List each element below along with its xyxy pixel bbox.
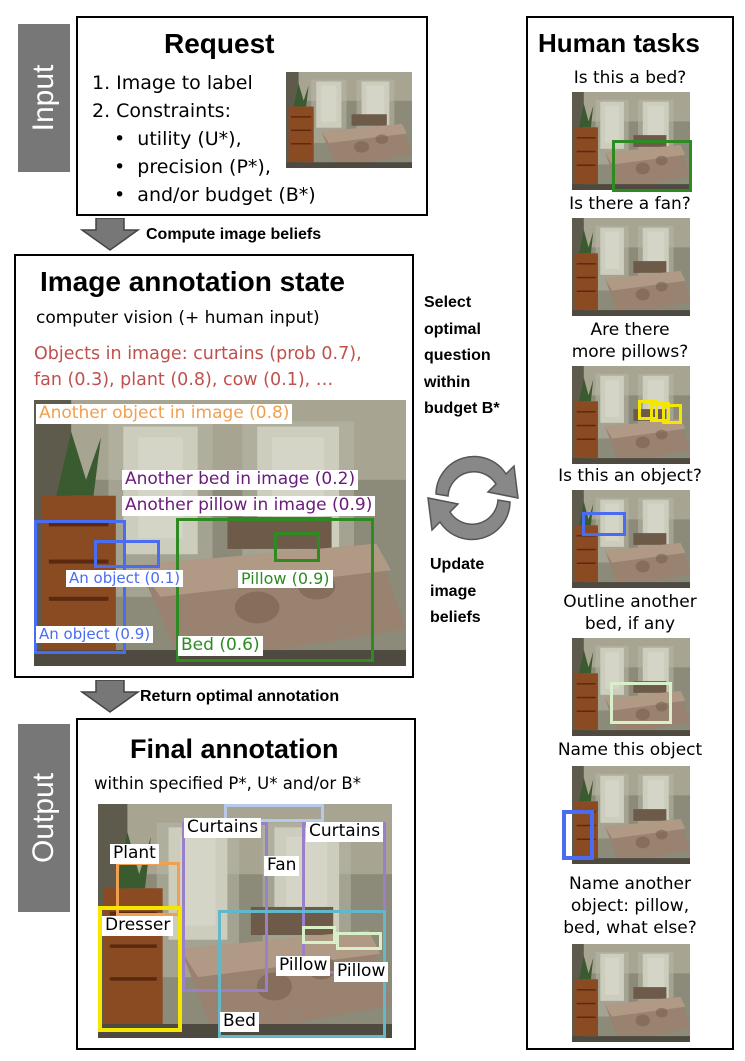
another-object-label: Another object in image (0.8) bbox=[36, 403, 293, 424]
dresser-box bbox=[98, 906, 182, 1032]
an-object-label-1: An object (0.1) bbox=[66, 569, 184, 588]
human-tasks-title: Human tasks bbox=[538, 28, 700, 58]
task-3-pillow-box-3 bbox=[662, 404, 682, 424]
task-3-pillow-box-2 bbox=[650, 402, 670, 422]
bed-final-label: Bed bbox=[220, 1011, 259, 1032]
task-3-question-line-1: Are there bbox=[590, 320, 670, 340]
update-beliefs-label: Update image beliefs bbox=[430, 552, 484, 632]
request-item-2: 2. Constraints: bbox=[92, 100, 231, 122]
compute-arrow-icon bbox=[80, 218, 140, 251]
constraint-precision: • precision (P*), bbox=[114, 156, 271, 178]
output-tab-label: Output bbox=[27, 772, 60, 864]
task-4-question: Is this an object? bbox=[558, 466, 702, 486]
plant-label: Plant bbox=[110, 843, 159, 864]
constraint-utility-text: utility (U*), bbox=[137, 128, 242, 150]
task-7-image bbox=[572, 944, 690, 1042]
compute-beliefs-label: Compute image beliefs bbox=[146, 226, 322, 243]
dresser-label: Dresser bbox=[102, 915, 174, 936]
input-tab: Input bbox=[18, 24, 70, 172]
objects-line-2: fan (0.3), plant (0.8), cow (0.1), … bbox=[34, 370, 334, 390]
an-object-label-2: An object (0.9) bbox=[36, 625, 154, 644]
annotation-state-panel: Image annotation state computer vision (… bbox=[14, 254, 414, 678]
select-question-label: Select optimal question within budget B* bbox=[424, 290, 500, 423]
input-tab-label: Input bbox=[27, 64, 60, 132]
curtains-label-2: Curtains bbox=[306, 821, 384, 842]
cycle-arrows-icon bbox=[427, 455, 519, 541]
object-box-1 bbox=[94, 540, 160, 568]
task-4-image bbox=[572, 490, 690, 588]
pillow-box-2 bbox=[336, 932, 382, 950]
state-title: Image annotation state bbox=[40, 266, 345, 297]
curtains-label-1: Curtains bbox=[184, 817, 262, 838]
update-line-3: beliefs bbox=[430, 609, 481, 626]
fan-label: Fan bbox=[264, 855, 300, 876]
update-line-1: Update bbox=[430, 556, 485, 573]
task-3-pillow-box-1 bbox=[638, 400, 658, 420]
constraint-budget: • and/or budget (B*) bbox=[114, 184, 316, 206]
pillow-box-1 bbox=[302, 926, 336, 944]
final-annotation-panel: Final annotation within specified P*, U*… bbox=[76, 718, 416, 1050]
task-5-question-line-1: Outline another bbox=[563, 592, 697, 612]
request-title: Request bbox=[164, 28, 275, 59]
another-pillow-label: Another pillow in image (0.9) bbox=[122, 495, 376, 516]
pillow-label-2: Pillow bbox=[334, 961, 389, 982]
bed-label: Bed (0.6) bbox=[178, 635, 263, 656]
objects-line-1: Objects in image: curtains (prob 0.7), bbox=[34, 344, 362, 364]
task-6-object-box bbox=[562, 810, 594, 860]
state-subtitle: computer vision (+ human input) bbox=[36, 308, 320, 328]
constraint-budget-text: and/or budget (B*) bbox=[137, 184, 316, 206]
request-item-1: 1. Image to label bbox=[92, 72, 253, 94]
task-4-object-box bbox=[582, 512, 626, 536]
fan-box bbox=[224, 804, 324, 822]
task-7-question-line-3: bed, what else? bbox=[563, 918, 697, 938]
human-tasks-panel: Human tasks Is this a bed? Is there a fa… bbox=[526, 16, 734, 1050]
task-7-question-line-1: Name another bbox=[568, 874, 692, 894]
return-annotation-label: Return optimal annotation bbox=[140, 688, 340, 705]
pillow-label: Pillow (0.9) bbox=[238, 569, 333, 589]
select-line-1: Select bbox=[424, 294, 472, 311]
pillow-box bbox=[274, 532, 320, 562]
select-line-4: within bbox=[424, 373, 471, 391]
constraint-precision-text: precision (P*), bbox=[137, 156, 271, 178]
return-arrow-icon bbox=[80, 680, 140, 713]
select-line-3: question bbox=[424, 347, 491, 364]
task-2-question: Is there a fan? bbox=[569, 194, 691, 214]
constraint-utility: • utility (U*), bbox=[114, 128, 242, 150]
task-5-question-line-2: bed, if any bbox=[584, 614, 676, 634]
task-3-question-line-2: more pillows? bbox=[571, 342, 689, 362]
task-5-bed-box bbox=[610, 682, 672, 724]
output-tab: Output bbox=[18, 724, 70, 912]
task-1-question: Is this a bed? bbox=[573, 68, 687, 88]
request-panel: Request 1. Image to label 2. Constraints… bbox=[76, 16, 428, 216]
pillow-label-1: Pillow bbox=[276, 955, 331, 976]
select-line-2: optimal bbox=[424, 320, 481, 338]
final-title: Final annotation bbox=[130, 734, 339, 764]
task-2-image bbox=[572, 218, 690, 316]
update-line-2: image bbox=[430, 582, 477, 600]
bed-box bbox=[176, 518, 374, 662]
another-bed-label: Another bed in image (0.2) bbox=[122, 469, 359, 490]
task-6-question: Name this object bbox=[557, 740, 703, 760]
final-subtitle: within specified P*, U* and/or B* bbox=[94, 774, 361, 793]
task-7-question-line-2: object: pillow, bbox=[570, 896, 690, 916]
select-line-5: budget B* bbox=[424, 400, 500, 417]
request-image bbox=[286, 72, 412, 168]
task-1-bed-box bbox=[612, 140, 692, 192]
